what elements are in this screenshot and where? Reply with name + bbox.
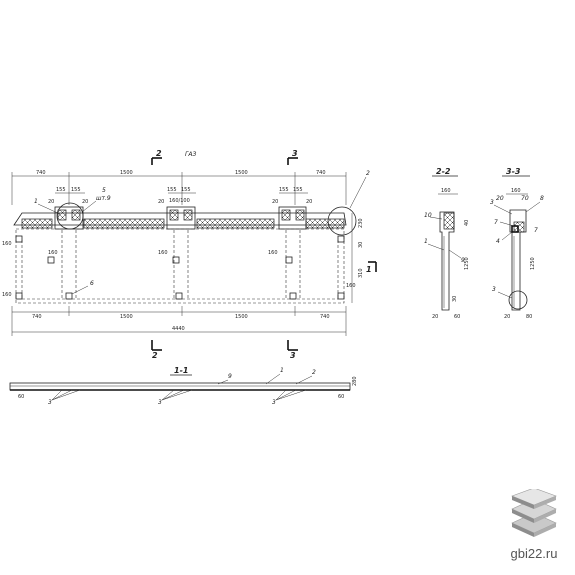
section-3-3-title: 3-3 [506,167,521,176]
dim-1250-22: 1250 [464,257,470,270]
dim-20-a: 20 [48,199,54,205]
dim-bot-1500-a: 1500 [120,314,133,320]
dim-155-d: 155 [181,187,191,193]
dim-4440: 4440 [172,326,185,332]
dim-20-b: 20 [82,199,88,205]
dim-30-22: 30 [452,296,458,302]
dim-160-a: 160 [48,250,58,256]
dim-60-22: 60 [454,314,460,320]
callout-2-sec: 2 [312,369,316,376]
callout-9: 9 [228,373,232,380]
dim-top-740-left: 740 [36,170,46,176]
dim-7-33: 7 [534,227,538,234]
dim-80-33: 80 [526,314,532,320]
callout-1-22: 1 [424,238,428,245]
dim-top-740-right: 740 [316,170,326,176]
section-mark-3-bottom: 3 [290,351,296,360]
dim-top-1500-b: 1500 [235,170,248,176]
callout-6: 6 [90,280,94,287]
callout-2-main: 2 [366,170,370,177]
dim-bot-1500-b: 1500 [235,314,248,320]
dim-160-b: 160 [158,250,168,256]
dim-240-22: 40 [464,220,470,226]
dim-160-100: 160/100 [169,198,190,204]
main-elevation: 2 3 ГАЗ 740 1500 1500 740 155 155 155 15… [2,149,377,360]
callout-3-33top: 3 [490,199,494,206]
dim-160-f: 160 [2,292,12,298]
dim-160-d: 160 [346,283,356,289]
callout-4: 4 [496,238,500,245]
dim-155-c: 155 [167,187,177,193]
dim-60-left: 60 [18,394,24,400]
callout-9-22: 9 [461,257,465,264]
dim-155-e: 155 [279,187,289,193]
callout-3-c: 3 [272,399,276,406]
dim-160-e: 160 [2,241,12,247]
callout-10: 10 [424,212,432,219]
callout-1-main: 1 [34,198,38,205]
watermark-text: gbi22.ru [510,546,558,561]
section-2-2-title: 2-2 [436,167,451,176]
title-glyph: ГАЗ [185,151,196,158]
dim-bot-740-left: 740 [32,314,42,320]
section-mark-2-top: 2 [156,149,162,158]
dim-160-22: 160 [441,188,451,194]
dim-20-e: 20 [306,199,312,205]
section-3-3: 3-3 160 3 20 70 8 7 7 4 3 1250 20 80 [490,167,544,320]
section-1-1: 1-1 9 1 2 3 3 3 60 60 280 [9,366,358,406]
dim-20-33b: 20 [504,314,510,320]
callout-1-sec: 1 [280,367,284,374]
callout-3-a: 3 [48,399,52,406]
dim-230: 230 [358,218,364,228]
callout-5: 5 [102,187,106,194]
dim-310: 310 [358,268,364,278]
stacked-slabs-logo-icon [511,487,557,537]
dim-155-b: 155 [71,187,81,193]
section-2-2: 2-2 160 10 1 9 40 1250 30 20 60 [424,167,470,320]
section-mark-2-bottom: 2 [152,351,158,360]
dim-155-a: 155 [56,187,66,193]
dim-160-c: 160 [268,250,278,256]
callout-7: 7 [494,219,498,226]
watermark: gbi22.ru [497,487,571,561]
dim-155-f: 155 [293,187,303,193]
dim-20-d: 20 [272,199,278,205]
dim-top-1500-a: 1500 [120,170,133,176]
dim-280-side: 280 [352,376,358,386]
section-mark-1: 1 [366,265,372,274]
dim-30: 30 [358,242,364,248]
dim-60-right: 60 [338,394,344,400]
section-1-1-title: 1-1 [174,366,188,375]
dim-bot-740-right: 740 [320,314,330,320]
dim-70-33: 70 [521,195,529,202]
callout-3-b: 3 [158,399,162,406]
dim-20-33: 20 [496,195,504,202]
section-mark-3-top: 3 [292,149,298,158]
dim-20-c: 20 [158,199,164,205]
dim-160-33: 160 [511,188,521,194]
callout-5-note: шт.9 [96,195,111,202]
dim-1250-33: 1250 [530,257,536,270]
callout-8: 8 [540,195,544,202]
callout-3-33bot: 3 [492,286,496,293]
dim-20-22: 20 [432,314,438,320]
